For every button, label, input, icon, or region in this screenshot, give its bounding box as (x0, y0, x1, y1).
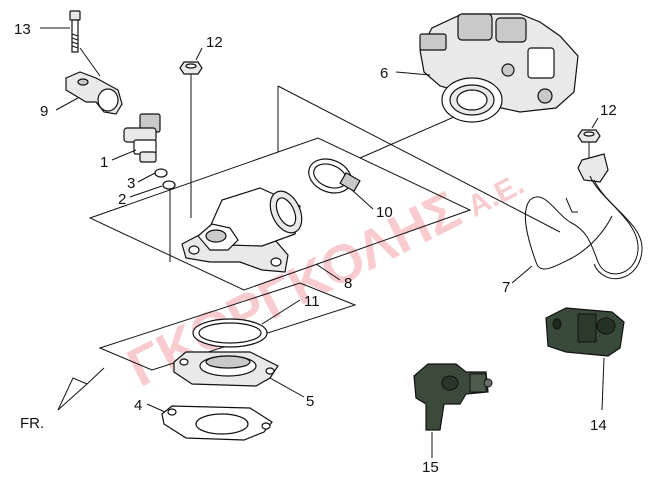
callout-1: 1 (100, 154, 108, 171)
throttle-body-6 (419, 13, 579, 123)
callout-9: 9 (40, 103, 48, 120)
callout-8: 8 (344, 275, 352, 292)
bolt-13 (69, 10, 101, 77)
callout-5: 5 (306, 393, 314, 410)
nut-12-right (577, 129, 601, 162)
callout-3: 3 (127, 175, 135, 192)
nut-12-left (179, 61, 203, 75)
gasket-plane (98, 282, 357, 371)
callout-10: 10 (376, 204, 393, 221)
sensor-14 (545, 307, 625, 357)
o-ring-11 (192, 318, 268, 348)
callout-12-left: 12 (206, 34, 223, 51)
insulator-5 (173, 351, 279, 387)
callout-7: 7 (502, 279, 510, 296)
o-ring-2 (162, 180, 176, 190)
callout-4: 4 (134, 397, 142, 414)
injector-1 (123, 113, 161, 163)
callout-11: 11 (304, 293, 320, 310)
gasket-4 (161, 405, 273, 441)
throttle-guide-line-2 (277, 85, 561, 233)
throttle-guide-line-3 (359, 109, 471, 159)
callout-numbers: 13 12 6 9 12 1 3 2 10 8 7 11 5 4 14 15 F… (14, 21, 617, 476)
callout-14: 14 (590, 417, 607, 434)
callout-6: 6 (380, 65, 388, 82)
callout-13: 13 (14, 21, 31, 38)
watermark-suffix: Α.Ε. (462, 168, 529, 224)
callout-15: 15 (422, 459, 439, 476)
harness-7 (524, 153, 643, 280)
callout-2: 2 (118, 191, 126, 208)
clamp-10 (308, 158, 361, 194)
o-ring-3 (154, 168, 168, 178)
intake-manifold-8 (181, 187, 303, 273)
sensor-15 (413, 363, 493, 431)
leader-lines (40, 27, 605, 458)
front-direction-arrow (57, 367, 105, 411)
injector-holder-9 (65, 71, 123, 115)
front-direction-label: FR. (20, 415, 44, 432)
callout-12-right: 12 (600, 102, 617, 119)
assembly-planes (88, 70, 561, 371)
intake-plane (88, 137, 472, 291)
o-rings (154, 168, 176, 190)
